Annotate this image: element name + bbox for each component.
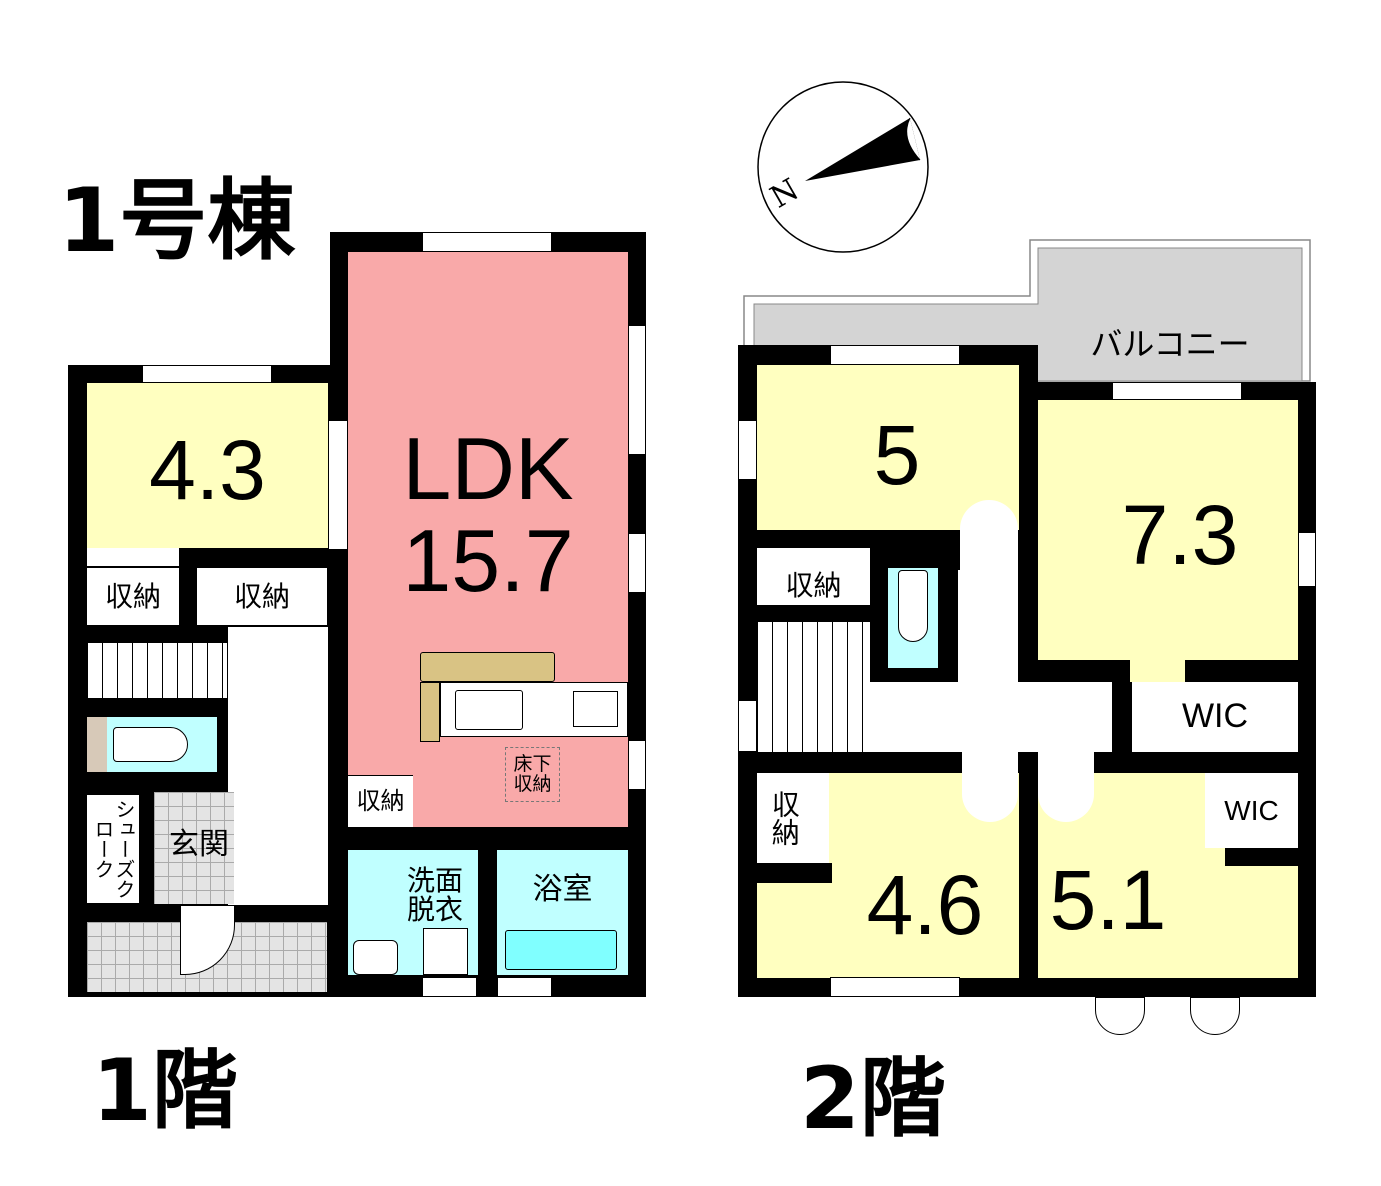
room-size-label: 4.6 — [866, 857, 984, 952]
kitchen-counter — [420, 652, 555, 682]
balcony-door[interactable] — [1190, 997, 1240, 1035]
hallway — [870, 682, 1112, 752]
balcony-label: バルコニー — [1090, 325, 1250, 364]
room-size-label: 5.1 — [1049, 852, 1167, 947]
bathtub — [505, 930, 617, 970]
stove-icon — [573, 691, 618, 727]
sink-icon — [353, 940, 398, 975]
storage-label: 収納 — [757, 548, 870, 605]
stairs — [757, 622, 870, 752]
floor-2-label: 2階 — [800, 1049, 946, 1149]
kitchen — [440, 682, 628, 737]
building-title: 1号棟 — [58, 169, 296, 272]
room-size-label: 7.3 — [1121, 487, 1239, 582]
bathroom-label: 浴室 — [532, 872, 593, 908]
storage-label: 収納 — [348, 775, 413, 827]
toilet-icon — [113, 727, 188, 762]
storage-label: 収納 — [197, 568, 327, 625]
room-size-label: 5 — [873, 407, 921, 502]
stairs — [87, 643, 227, 698]
room-size-label: 4.3 — [149, 422, 266, 517]
storage-label: 収納 — [757, 773, 829, 863]
underfloor-storage-label: 床下収納 — [505, 747, 560, 802]
entrance-label: 玄関 — [169, 827, 229, 863]
wic-label: WIC — [1132, 682, 1298, 752]
balcony-door[interactable] — [1095, 997, 1145, 1035]
ldk-label: LDK — [402, 418, 574, 518]
floor-1-label: 1階 — [92, 1041, 238, 1141]
storage-label: 収納 — [87, 568, 179, 625]
ldk-size: 15.7 — [402, 511, 574, 610]
room-western-4-3 — [87, 383, 328, 548]
toilet-icon — [898, 570, 928, 642]
room-western-7-3 — [1038, 400, 1298, 660]
wic-label: WIC — [1205, 773, 1298, 848]
compass-icon: N — [757, 81, 929, 253]
washroom-label: 洗面脱衣 — [406, 863, 463, 926]
shoe-cloak-label: シューズクローク — [87, 795, 139, 903]
hallway — [228, 627, 328, 905]
